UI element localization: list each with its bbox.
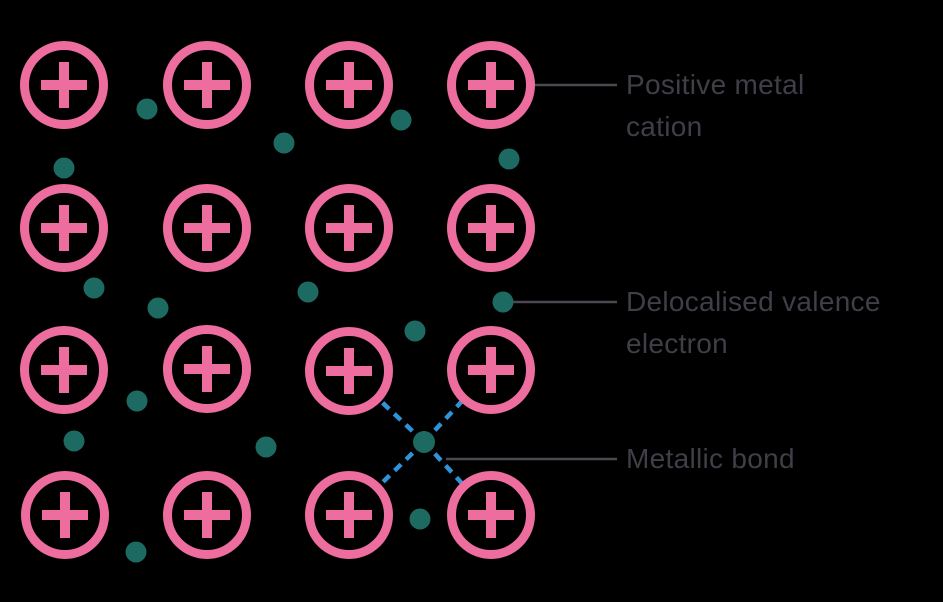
plus-icon bbox=[202, 205, 212, 251]
label-delocalised-valence-electron: Delocalised valence electron bbox=[626, 281, 881, 365]
plus-icon bbox=[59, 205, 69, 251]
label-positive-metal-cation: Positive metal cation bbox=[626, 64, 805, 148]
delocalised-electron-dot bbox=[404, 320, 426, 342]
delocalised-electron-dot bbox=[147, 297, 169, 319]
delocalised-electron-dot bbox=[136, 98, 158, 120]
plus-icon bbox=[202, 346, 212, 392]
label-delocalised-valence-electron-line2: electron bbox=[626, 328, 729, 359]
delocalised-electron-dot bbox=[83, 277, 105, 299]
label-positive-metal-cation-line2: cation bbox=[626, 111, 703, 142]
delocalised-electron-dot bbox=[492, 291, 514, 313]
bond-electron-dot bbox=[413, 431, 435, 453]
plus-icon bbox=[486, 347, 496, 393]
delocalised-electron-dot bbox=[255, 436, 277, 458]
plus-icon bbox=[60, 492, 70, 538]
plus-icon bbox=[202, 492, 212, 538]
plus-icon bbox=[344, 62, 354, 108]
label-metallic-bond-line1: Metallic bond bbox=[626, 443, 795, 474]
label-metallic-bond: Metallic bond bbox=[626, 438, 795, 480]
delocalised-electron-dot bbox=[297, 281, 319, 303]
label-delocalised-valence-electron-line1: Delocalised valence bbox=[626, 286, 881, 317]
delocalised-electron-dot bbox=[273, 132, 295, 154]
plus-icon bbox=[486, 205, 496, 251]
plus-icon bbox=[486, 62, 496, 108]
plus-icon bbox=[59, 347, 69, 393]
delocalised-electron-dot bbox=[63, 430, 85, 452]
plus-icon bbox=[344, 348, 354, 394]
delocalised-electron-dot bbox=[390, 109, 412, 131]
label-positive-metal-cation-line1: Positive metal bbox=[626, 69, 805, 100]
plus-icon bbox=[59, 62, 69, 108]
plus-icon bbox=[202, 62, 212, 108]
delocalised-electron-dot bbox=[126, 390, 148, 412]
plus-icon bbox=[486, 492, 496, 538]
plus-icon bbox=[344, 492, 354, 538]
delocalised-electron-dot bbox=[498, 148, 520, 170]
delocalised-electron-dot bbox=[53, 157, 75, 179]
delocalised-electron-dot bbox=[125, 541, 147, 563]
plus-icon bbox=[344, 205, 354, 251]
delocalised-electron-dot bbox=[409, 508, 431, 530]
